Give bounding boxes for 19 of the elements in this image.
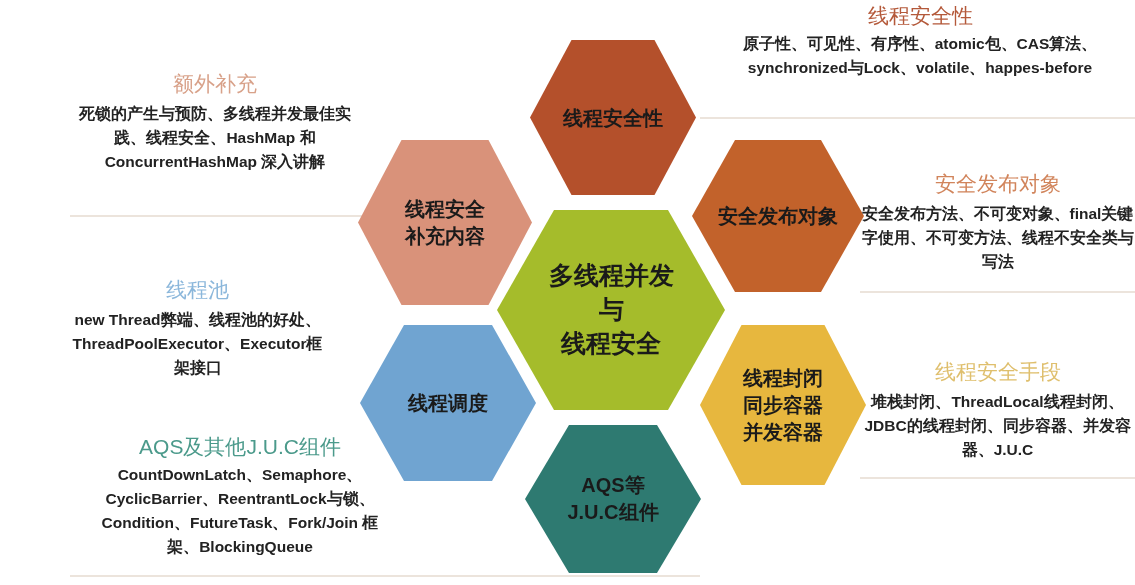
section-description: 安全发布方法、不可变对象、final关键字使用、不可变方法、线程不安全类与写法 (860, 204, 1135, 273)
section-description: 死锁的产生与预防、多线程并发最佳实践、线程安全、HashMap 和 ConcurrentHashMap 深入讲解 (78, 104, 352, 173)
hexagon-label: 线程封闭同步容器并发容器 (743, 365, 823, 445)
hexagon-label: 多线程并发与线程安全 (548, 260, 674, 359)
section-heading: 安全发布对象 (933, 171, 1062, 197)
section-description: 堆栈封闭、ThreadLocal线程封闭、JDBC的线程封闭、同步容器、并发容器、J.U.C (863, 392, 1132, 461)
hexagon-label: 线程安全补充内容 (405, 196, 485, 249)
section-description: CountDownLatch、Semaphore、CyclicBarrier、ReentrantLock与锁、Condition、FutureTask、Fork/Join 框架、BlockingQueue (100, 465, 380, 558)
section-heading: 线程安全手段 (933, 359, 1062, 385)
section-description: 原子性、可见性、有序性、atomic包、CAS算法、synchronized与Lock、volatile、happes-before (741, 34, 1099, 78)
section-heading: 线程安全性 (866, 3, 974, 29)
hexagon-label: AQS等J.U.C组件 (567, 473, 659, 525)
hexagon-label: 安全发布对象 (718, 203, 838, 229)
hexagon-label: 线程安全性 (563, 105, 663, 130)
section-description: new Thread弊端、线程池的好处、ThreadPoolExecutor、Executor框架接口 (71, 310, 324, 379)
hexagon-label: 线程调度 (408, 390, 488, 416)
section-heading: 线程池 (165, 277, 230, 303)
section-heading: 额外补充 (172, 71, 258, 97)
section-heading: AQS及其他J.U.C组件 (138, 434, 342, 460)
